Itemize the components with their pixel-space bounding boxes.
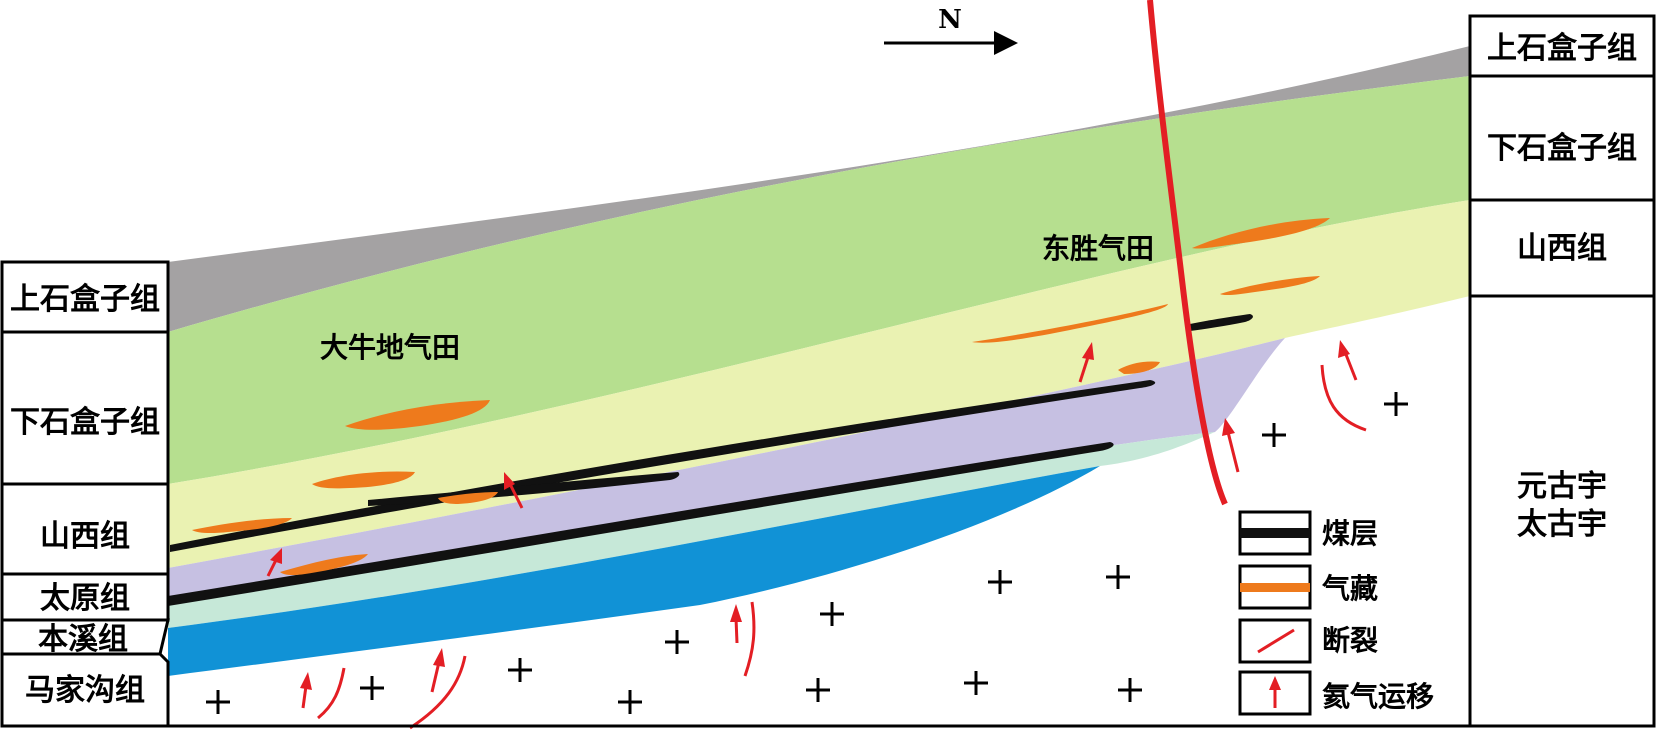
legend-item-helium: 氦气运移 [1238,670,1434,716]
stratum-shanxi [168,200,1470,568]
legend-label: 断裂 [1322,624,1378,657]
gas-reservoir [345,400,490,430]
helium-arrow [266,548,282,577]
right-col-cell [1468,74,1656,202]
basement-cross [360,676,384,700]
helium-migration-arrows [266,340,1358,709]
stratum-majiagou [168,466,1100,676]
gas-reservoir [1220,276,1320,296]
left-col-label: 太原组 [40,581,130,616]
coal-seam-upper [170,380,1156,552]
helium-arrow [504,472,524,509]
main-fault [1147,0,1228,506]
left-col-cell [0,482,170,576]
basement-cross [1118,678,1142,702]
left-col-cell [0,652,170,728]
legend-item-fault: 断裂 [1238,618,1378,664]
basement-cross [988,570,1012,594]
field-label-dongsheng: 东胜气田 [1042,232,1154,265]
right-col-label: 上石盒子组 [1487,31,1637,66]
basement-cross [964,671,988,695]
basement-cross [1384,392,1408,416]
minor-faults [317,364,1367,730]
helium-arrow [1078,342,1094,383]
fault-icon [1238,618,1312,664]
right-col-label: 下石盒子组 [1487,131,1637,166]
legend: 煤层 气藏 断裂 氦气运移 [1238,510,1434,716]
gas-reservoir [192,518,292,534]
basement-cross [206,690,230,714]
minor-fault [409,655,467,730]
basement-cross [1262,423,1286,447]
stratum-benxi [168,432,1215,628]
right-col-cell [1468,198,1656,298]
left-col-label: 上石盒子组 [10,282,160,317]
right-strat-column [1468,14,1656,728]
left-col-label: 本溪组 [38,622,128,657]
minor-fault [317,667,346,720]
basement-cross [806,678,830,702]
legend-item-gas: 气藏 [1238,564,1378,610]
coal-seam-lower [168,442,1114,606]
basement-cross [508,658,532,682]
right-col-label: 山西组 [1517,231,1607,266]
left-col-label: 下石盒子组 [10,405,160,440]
right-col-label: 元古宇 [1517,469,1607,504]
coal-seam-icon [1238,510,1312,556]
left-col-cell [0,330,170,486]
legend-label: 氦气运移 [1322,680,1434,713]
legend-label: 气藏 [1321,572,1378,605]
field-label-daniudi: 大牛地气田 [320,331,460,364]
helium-arrow [730,604,742,644]
helium-arrow [430,648,445,693]
gas-reservoir [312,471,415,489]
right-col-label: 太古宇 [1517,507,1607,542]
right-col-cell [1468,294,1656,728]
gas-reservoir [438,492,498,504]
left-strat-column [0,260,170,728]
gas-reservoir [1192,218,1330,249]
north-label: N [938,5,962,35]
basement-cross [665,630,689,654]
left-col-label: 山西组 [40,519,130,554]
gas-reservoir [280,554,368,576]
north-arrow-icon [994,31,1018,55]
minor-fault [743,601,756,677]
left-col-label: 马家沟组 [25,673,145,708]
helium-arrow [1338,340,1358,381]
legend-label: 煤层 [1322,517,1378,550]
gas-reservoir-icon [1238,564,1312,610]
basement-crosses [206,392,1408,714]
helium-arrow [1222,418,1240,473]
gas-reservoir [1118,361,1160,374]
basement-cross [618,690,642,714]
basement-cross [820,602,844,626]
legend-item-coal: 煤层 [1238,510,1378,556]
minor-fault [1320,364,1367,432]
helium-migration-icon [1238,670,1312,716]
right-col-cell [1468,14,1656,78]
north-arrow: N [884,5,1018,55]
stratum-upper-shihezi [168,46,1470,332]
coal-seam-dongsheng [1190,314,1253,331]
helium-arrow [300,672,312,709]
stratum-lower-shihezi [168,76,1470,484]
basement-cross [1106,565,1130,589]
